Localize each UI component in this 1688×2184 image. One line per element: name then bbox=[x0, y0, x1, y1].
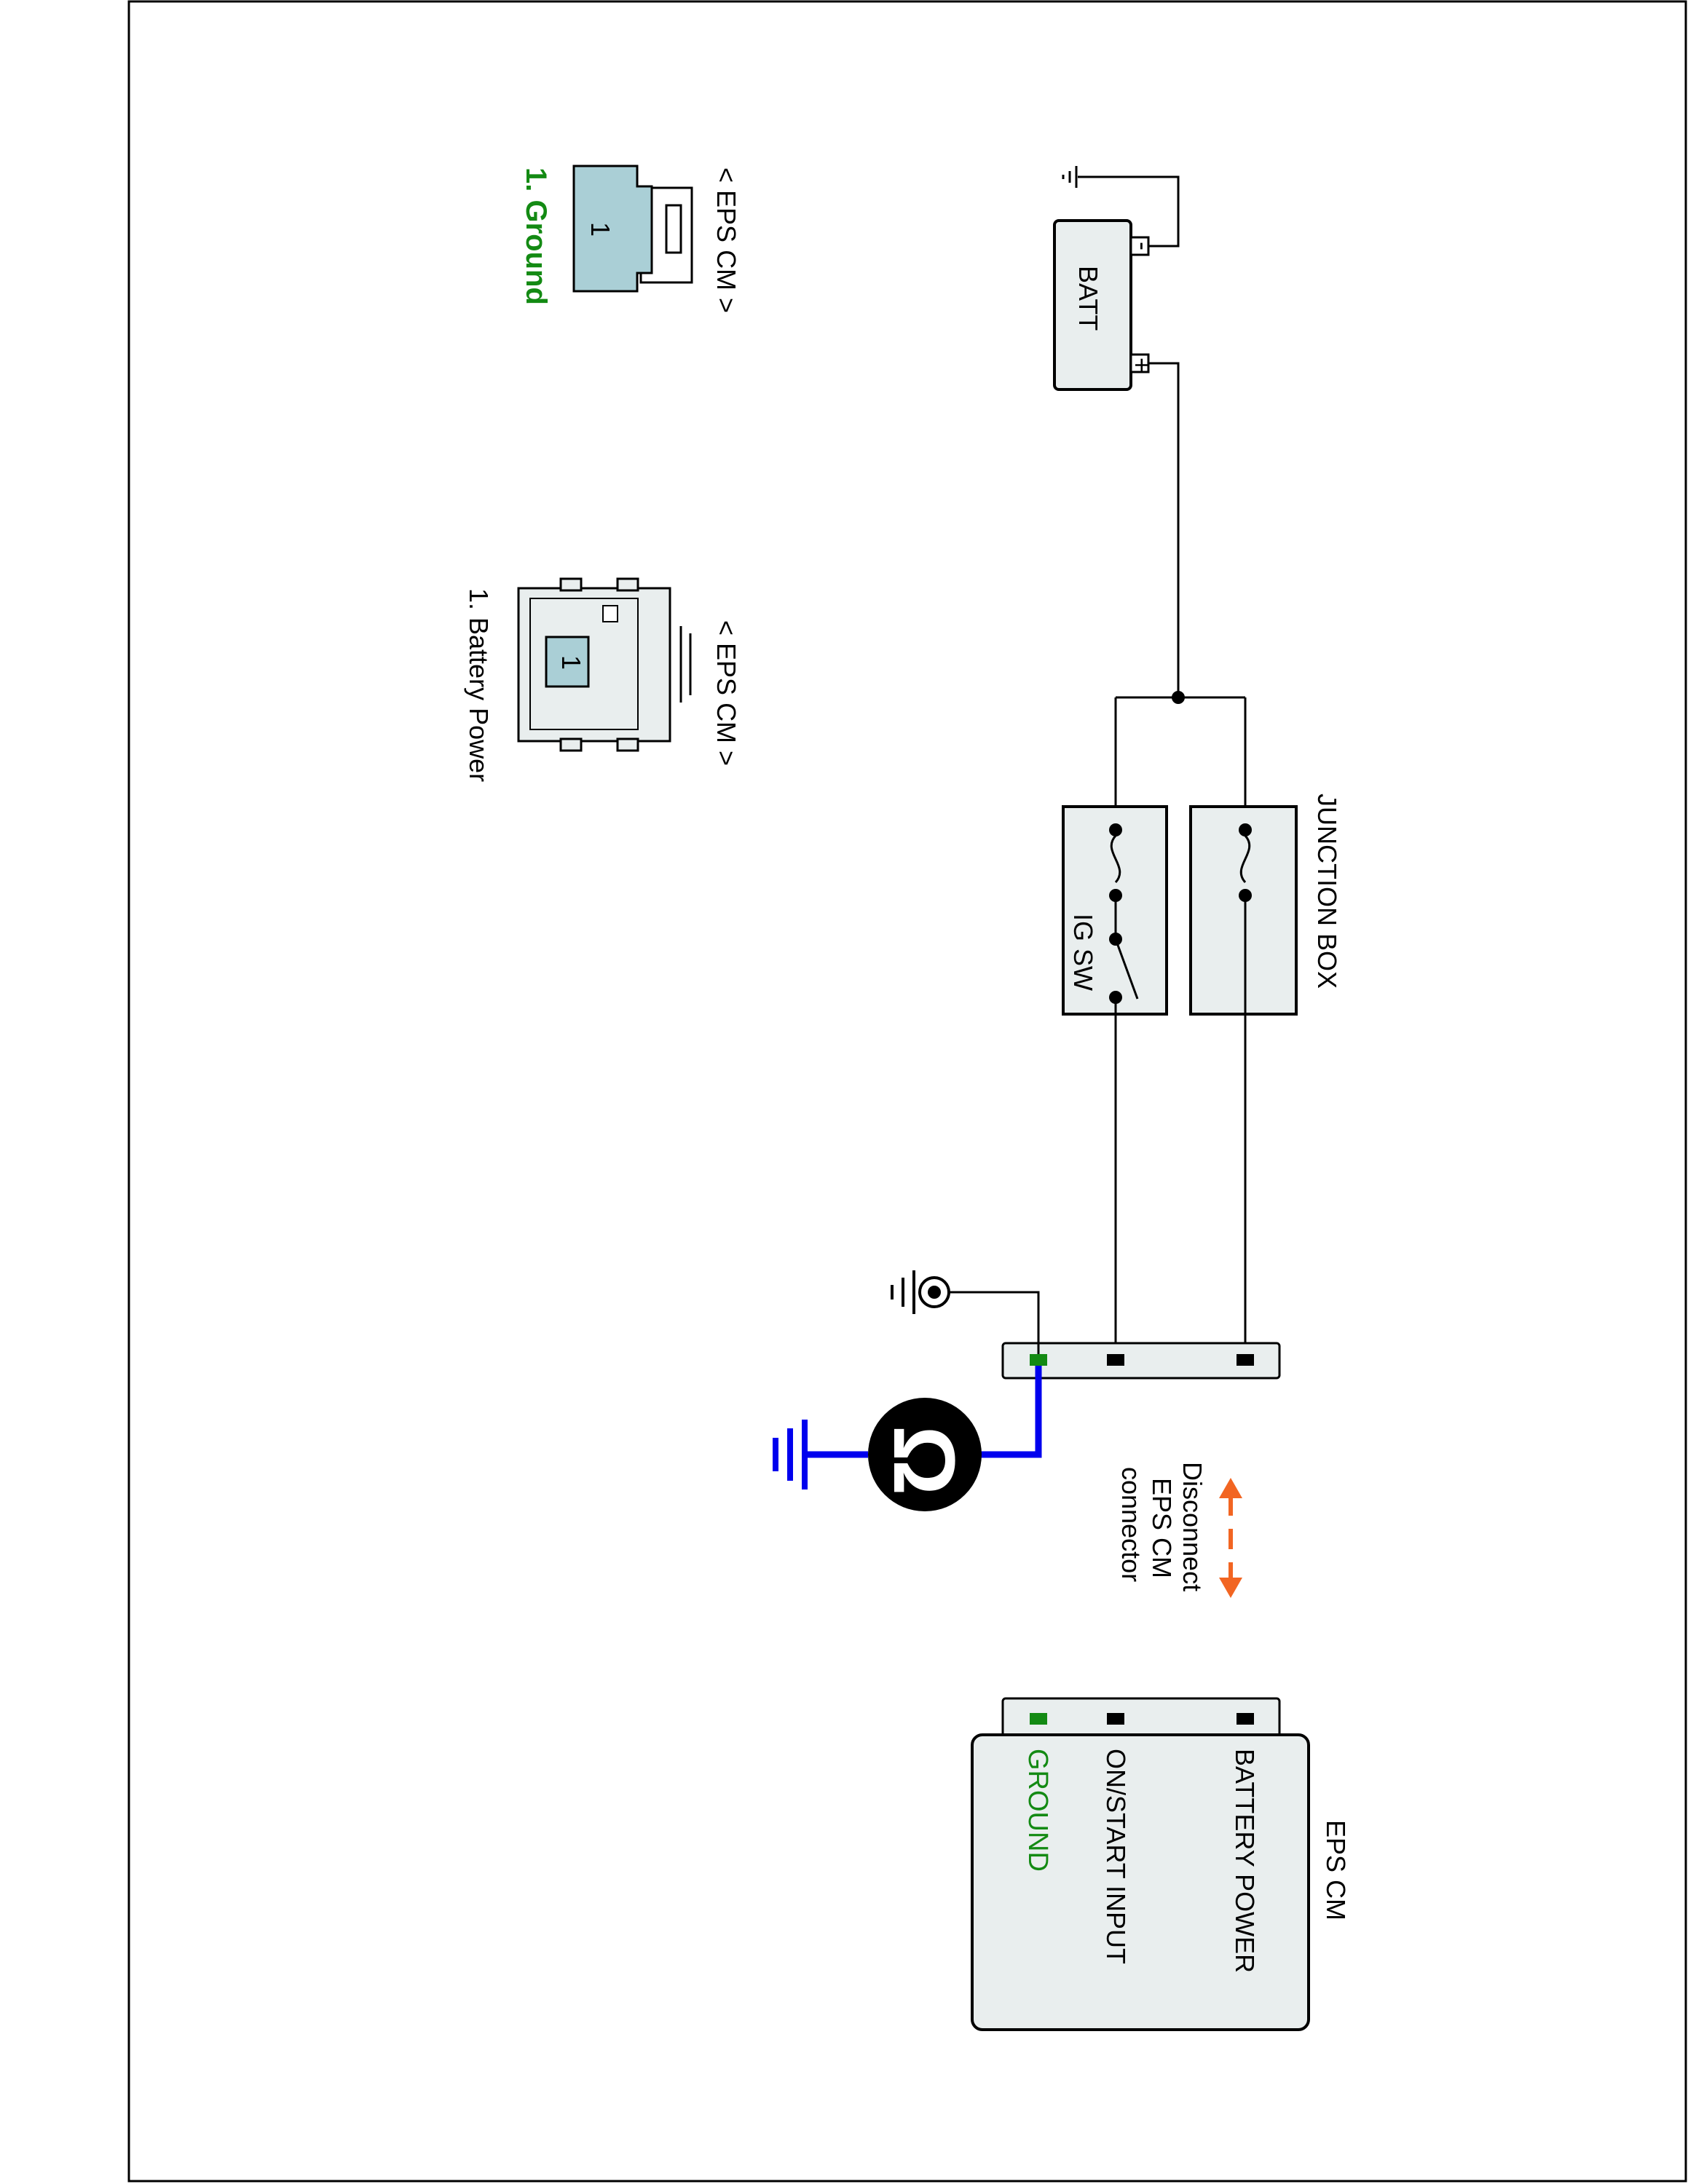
battery-feed-wire bbox=[1148, 362, 1180, 697]
power-connector-title: < EPS CM > bbox=[711, 620, 741, 766]
power-pin-label: 1. Battery Power bbox=[464, 588, 494, 782]
disconnect-line-2: EPS CM bbox=[1147, 1478, 1177, 1578]
ig-fuse-terminal bbox=[1109, 823, 1122, 836]
ground-pin-number: 1 bbox=[585, 222, 615, 237]
fuse-terminal bbox=[1239, 823, 1252, 836]
harness-pin-battery bbox=[1237, 1354, 1254, 1366]
power-connector-tab bbox=[616, 577, 639, 592]
battery-body bbox=[1053, 219, 1132, 391]
pin-label-ground: GROUND bbox=[1022, 1749, 1053, 1872]
chassis-ground-symbol bbox=[891, 1270, 950, 1314]
ig-switch-label: IG SW bbox=[1068, 914, 1098, 991]
disconnect-arrow bbox=[1219, 1478, 1242, 1598]
meter-ground-symbol bbox=[773, 1420, 808, 1489]
eps-cm-pin-on-start bbox=[1107, 1713, 1124, 1725]
power-connector-tab bbox=[559, 577, 583, 592]
harness-connector bbox=[1001, 1342, 1281, 1380]
disconnect-instruction: connector bbox=[1116, 1467, 1146, 1582]
harness-ground-wire bbox=[936, 1291, 1040, 1354]
ohmmeter-icon: Ω bbox=[868, 1398, 982, 1511]
junction-box-label: JUNCTION BOX bbox=[1312, 794, 1342, 989]
page-frame bbox=[127, 0, 1687, 2183]
battery-ground-wire bbox=[1078, 175, 1180, 248]
battery-power-connector-view: < EPS CM > 1 1. Battery Power bbox=[464, 577, 741, 782]
pin-label-battery-power: BATTERY POWER bbox=[1230, 1749, 1260, 1973]
ground-connector-title: < EPS CM > bbox=[711, 167, 741, 313]
power-pin-number: 1 bbox=[556, 655, 586, 670]
power-connector-tab bbox=[616, 737, 639, 752]
battery: BATT - + bbox=[1053, 219, 1159, 391]
eps-cm-title: EPS CM bbox=[1321, 1820, 1351, 1920]
power-pin-cell bbox=[545, 636, 590, 688]
disconnect-line-1: Disconnect bbox=[1178, 1462, 1207, 1591]
harness-pin-ground bbox=[1030, 1354, 1047, 1366]
harness-pin-on-start bbox=[1107, 1354, 1124, 1366]
power-connector-key bbox=[602, 605, 618, 622]
ig-fuse bbox=[1110, 834, 1121, 884]
battery-plus-sign: + bbox=[1127, 357, 1157, 373]
eps-cm-pin-battery bbox=[1237, 1713, 1254, 1725]
ground-connector-body bbox=[572, 165, 653, 293]
disconnect-instruction: Disconnect bbox=[1178, 1462, 1207, 1591]
battery-minus-sign: - bbox=[1129, 242, 1159, 250]
power-connector-tab bbox=[559, 737, 583, 752]
ohm-symbol: Ω bbox=[875, 1425, 973, 1495]
disconnect-line-3: connector bbox=[1116, 1467, 1146, 1582]
meter-probe-wire bbox=[979, 1366, 1042, 1458]
battery-ground-symbol bbox=[1062, 166, 1078, 188]
ig-switch-contact bbox=[1114, 938, 1139, 1000]
pin-label-on-start-input: ON/START INPUT bbox=[1101, 1749, 1131, 1964]
ground-connector-latch-slot bbox=[665, 204, 682, 254]
disconnect-instruction: EPS CM bbox=[1147, 1478, 1177, 1578]
ground-pin-label: 1. Ground bbox=[520, 167, 552, 305]
battery-fuse-box bbox=[1189, 805, 1298, 1016]
eps-cm-module bbox=[971, 1733, 1310, 2031]
eps-cm-pin-ground bbox=[1030, 1713, 1047, 1725]
ground-connector-view: < EPS CM > 1 1. Ground bbox=[520, 165, 741, 313]
battery-label: BATT bbox=[1073, 266, 1103, 331]
battery-fuse bbox=[1239, 834, 1251, 884]
